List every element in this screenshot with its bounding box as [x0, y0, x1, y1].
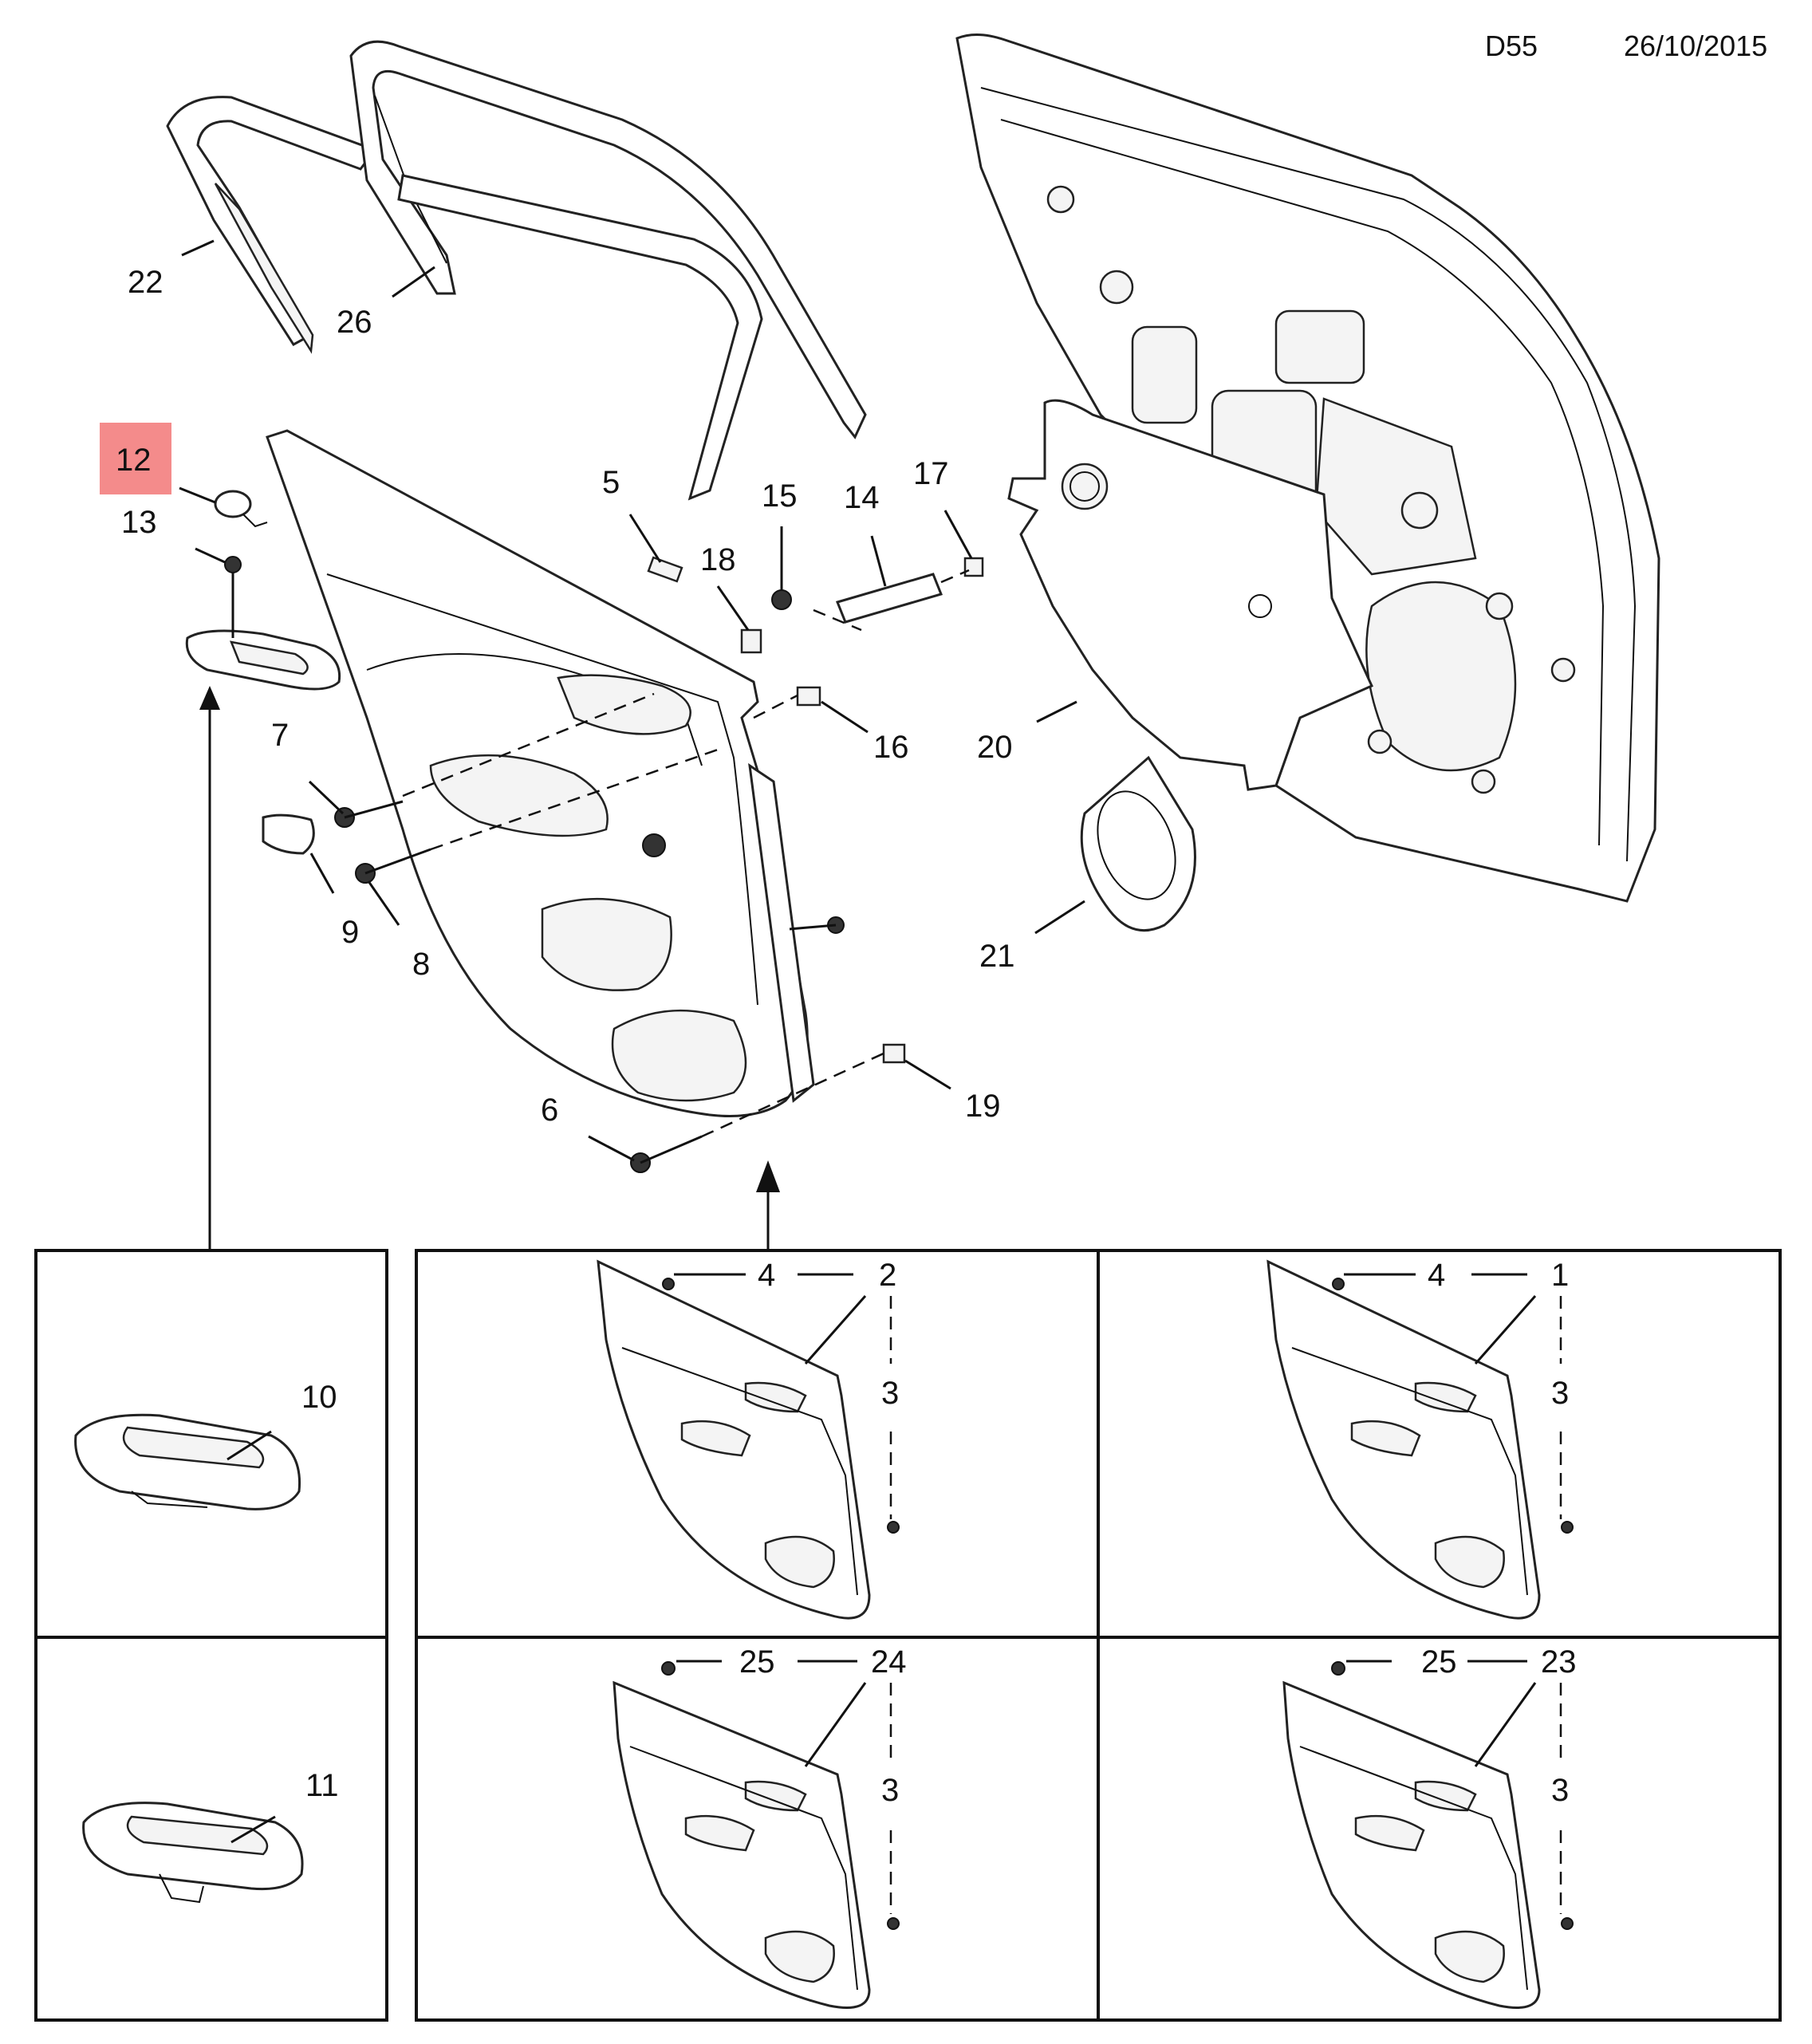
- callout-3-c[interactable]: 3: [881, 1773, 899, 1808]
- callout-3-a[interactable]: 3: [881, 1376, 899, 1411]
- callout-6[interactable]: 6: [541, 1093, 558, 1128]
- callout-24[interactable]: 24: [871, 1644, 907, 1680]
- part-17-clip[interactable]: [963, 557, 984, 577]
- part-20-inner-door-panel[interactable]: [955, 33, 1660, 903]
- callout-1[interactable]: 1: [1551, 1258, 1569, 1293]
- callout-21[interactable]: 21: [979, 939, 1015, 974]
- part-8-screw[interactable]: [355, 848, 431, 884]
- part-20-water-deflector[interactable]: [1007, 399, 1373, 791]
- diagram-date: 26/10/2015: [1624, 30, 1767, 62]
- callout-8[interactable]: 8: [412, 947, 430, 982]
- callout-23[interactable]: 23: [1541, 1644, 1577, 1680]
- callout-3-d[interactable]: 3: [1551, 1773, 1569, 1808]
- part-19-clip[interactable]: [882, 1043, 906, 1064]
- callout-17[interactable]: 17: [913, 456, 949, 491]
- callout-14[interactable]: 14: [844, 480, 880, 515]
- callout-16[interactable]: 16: [873, 730, 909, 765]
- callout-2[interactable]: 2: [879, 1258, 896, 1293]
- trim-variant-23[interactable]: [1282, 1661, 1574, 2009]
- part-13-screw[interactable]: [224, 556, 242, 638]
- callout-13[interactable]: 13: [121, 505, 157, 540]
- part-21-speaker-gasket[interactable]: [1080, 755, 1196, 932]
- part-door-trim-panel[interactable]: [266, 429, 815, 1117]
- trim-variant-1[interactable]: [1266, 1259, 1574, 1620]
- highlight-callout-12: [100, 423, 171, 494]
- callout-12[interactable]: 12: [116, 443, 152, 478]
- part-15-screw[interactable]: [771, 589, 792, 610]
- callout-10[interactable]: 10: [301, 1380, 337, 1415]
- part-7-screw[interactable]: [334, 800, 404, 828]
- part-11-handle-bezel[interactable]: [82, 1802, 304, 1904]
- leader-lines: [179, 239, 1085, 1162]
- frame-leader-lines: [226, 1273, 1562, 1914]
- part-18-clip[interactable]: [740, 628, 762, 654]
- callout-11[interactable]: 11: [305, 1768, 339, 1803]
- callout-labels: 22 26 12 13 5 18 15 14 17 16 20 21 19 7 …: [116, 265, 1577, 1808]
- callout-20[interactable]: 20: [977, 730, 1013, 765]
- callout-9[interactable]: 9: [341, 915, 359, 950]
- callout-4-a[interactable]: 4: [758, 1258, 775, 1293]
- callout-7[interactable]: 7: [271, 718, 289, 753]
- part-26-window-frame[interactable]: [349, 40, 867, 501]
- part-9-cover[interactable]: [262, 813, 315, 855]
- part-5-clip[interactable]: [647, 556, 683, 583]
- callout-22[interactable]: 22: [128, 265, 163, 300]
- callout-25-a[interactable]: 25: [739, 1644, 775, 1680]
- part-interior-handle-bezel[interactable]: [185, 629, 341, 691]
- callout-19[interactable]: 19: [965, 1089, 1001, 1124]
- trim-variant-2[interactable]: [597, 1259, 900, 1620]
- part-12-cap[interactable]: [214, 490, 268, 528]
- callout-18[interactable]: 18: [700, 542, 736, 577]
- trim-variant-24[interactable]: [613, 1661, 900, 2009]
- part-22-window-channel[interactable]: [166, 96, 377, 354]
- callout-4-b[interactable]: 4: [1428, 1258, 1445, 1293]
- diagram-code: D55: [1485, 30, 1538, 62]
- arrow-to-trim-panel: [756, 1160, 780, 1252]
- callout-26[interactable]: 26: [337, 305, 372, 340]
- callout-15[interactable]: 15: [762, 479, 798, 514]
- arrow-to-bezel: [199, 686, 220, 1252]
- frame-variant-11: [34, 1636, 388, 2022]
- callout-3-b[interactable]: 3: [1551, 1376, 1569, 1411]
- part-14-bracket[interactable]: [835, 573, 943, 624]
- part-6-screw[interactable]: [630, 1135, 703, 1173]
- part-10-handle-bezel[interactable]: [74, 1413, 301, 1510]
- part-16-grommet[interactable]: [796, 686, 821, 707]
- callout-25-b[interactable]: 25: [1421, 1644, 1457, 1680]
- frame-variant-23: [1097, 1636, 1782, 2022]
- callout-5[interactable]: 5: [602, 465, 620, 500]
